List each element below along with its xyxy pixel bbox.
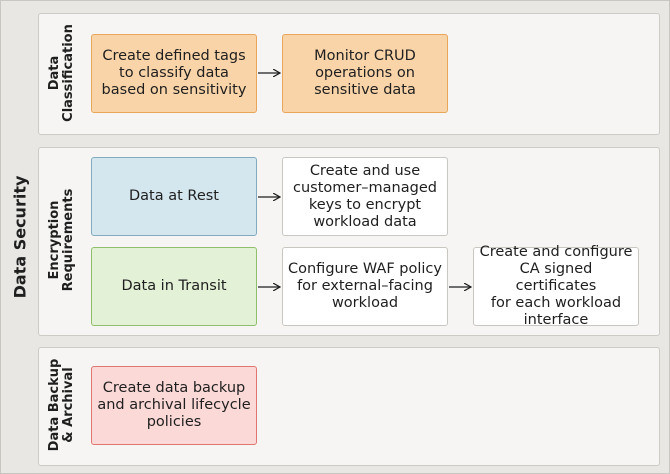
box-data-at-rest: Data at Rest xyxy=(91,157,257,236)
main-title: Data Security xyxy=(10,175,30,299)
box-customer-managed-keys: Create and use customer–managed keys to … xyxy=(282,157,448,236)
box-create-tags: Create defined tags to classify data bas… xyxy=(91,34,257,113)
section-label-encryption-requirements: Encryption Requirements xyxy=(47,188,76,292)
box-monitor-crud: Monitor CRUD operations on sensitive dat… xyxy=(282,34,448,113)
box-ca-signed-certificates: Create and configure CA signed certifica… xyxy=(473,244,639,328)
section-label-data-backup-archival: Data Backup & Archival xyxy=(47,358,76,452)
box-configure-waf-policy: Configure WAF policy for external–facing… xyxy=(282,247,448,326)
section-label-data-classification: Data Classification xyxy=(47,24,76,122)
box-data-in-transit: Data in Transit xyxy=(91,247,257,326)
box-backup-lifecycle-policies: Create data backup and archival lifecycl… xyxy=(91,366,257,445)
